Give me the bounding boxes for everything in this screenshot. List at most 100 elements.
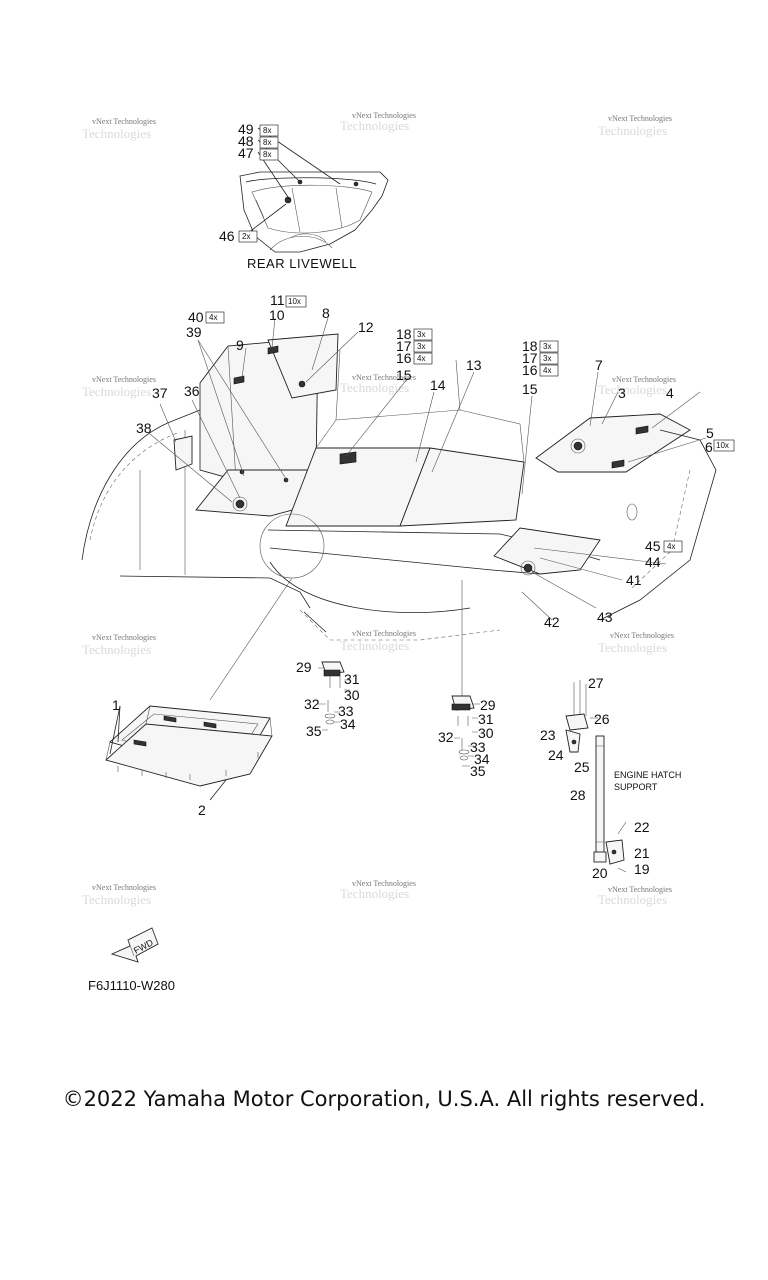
watermark-large: Technologies <box>340 380 409 395</box>
part-label-22: 22 <box>634 819 650 835</box>
part-label-34b: 34 <box>474 751 490 767</box>
rear-livewell-inset: REAR LIVEWELL <box>239 127 389 271</box>
rear-livewell-caption: REAR LIVEWELL <box>247 256 357 271</box>
part-label-25: 25 <box>574 759 590 775</box>
quantity-boxes: 8x 8x 8x 2x 10x 4x 3x 3x 4x 3x 3x 4x 10x… <box>205 124 735 553</box>
watermark-large: Technologies <box>598 123 667 138</box>
qty-11: 10x <box>288 297 301 306</box>
part-label-34a: 34 <box>340 716 356 732</box>
qty-16b: 4x <box>543 366 551 375</box>
part-label-5: 5 <box>706 425 714 441</box>
part-label-29a: 29 <box>296 659 312 675</box>
part-label-6: 6 <box>705 439 713 455</box>
part-label-47: 47 <box>238 145 254 161</box>
watermark-text: vNext Technologies <box>352 879 416 888</box>
part-label-10: 10 <box>269 307 285 323</box>
watermark-large: Technologies <box>340 886 409 901</box>
part-label-24: 24 <box>548 747 564 763</box>
part-label-11: 11 <box>270 292 285 308</box>
watermark-group: Technologies vNext Technologies Technolo… <box>82 111 676 907</box>
part-label-31b: 31 <box>478 711 494 727</box>
watermark-text: vNext Technologies <box>610 631 674 640</box>
part-label-35b: 35 <box>470 763 486 779</box>
part-label-15a: 15 <box>396 367 412 383</box>
part-label-46: 46 <box>219 228 235 244</box>
part-label-12: 12 <box>358 319 374 335</box>
part-label-21: 21 <box>634 845 650 861</box>
part-label-19: 19 <box>634 861 650 877</box>
part-label-43: 43 <box>597 609 613 625</box>
watermark-large: Technologies <box>340 638 409 653</box>
watermark-large: Technologies <box>598 640 667 655</box>
part-label-17a: 17 <box>396 338 412 354</box>
hatch-frame-assembly <box>105 705 273 801</box>
qty-16a: 4x <box>417 354 425 363</box>
qty-17b: 3x <box>543 354 551 363</box>
leader-lines <box>149 317 707 621</box>
watermark-text: vNext Technologies <box>92 633 156 642</box>
watermark-large: Technologies <box>82 384 151 399</box>
qty-47: 8x <box>263 150 271 159</box>
part-label-23: 23 <box>540 727 556 743</box>
watermark-text: vNext Technologies <box>352 629 416 638</box>
watermark-large: Technologies <box>82 642 151 657</box>
part-label-36: 36 <box>184 383 200 399</box>
part-label-7: 7 <box>595 357 603 373</box>
part-label-37: 37 <box>152 385 168 401</box>
part-label-40: 40 <box>188 309 204 325</box>
part-label-18a: 18 <box>396 326 412 342</box>
part-label-44: 44 <box>645 554 661 570</box>
part-label-30b: 30 <box>478 725 494 741</box>
part-label-16a: 16 <box>396 350 412 366</box>
part-label-2: 2 <box>198 802 206 818</box>
part-label-3: 3 <box>618 385 626 401</box>
part-label-29b: 29 <box>480 697 496 713</box>
part-labels: 49 48 47 46 11 40 10 8 39 12 9 18 17 16 … <box>112 121 714 881</box>
part-label-17b: 17 <box>522 350 538 366</box>
part-label-45: 45 <box>645 538 661 554</box>
part-label-26: 26 <box>594 711 610 727</box>
part-label-49: 49 <box>238 121 254 137</box>
deck-assembly <box>81 333 717 701</box>
part-label-32b: 32 <box>438 729 454 745</box>
watermark-large: Technologies <box>82 892 151 907</box>
watermark-text: vNext Technologies <box>608 114 672 123</box>
engine-hatch-support <box>565 680 627 873</box>
qty-49: 8x <box>263 126 271 135</box>
part-label-41: 41 <box>626 572 642 588</box>
qty-18a: 3x <box>417 330 425 339</box>
part-label-35a: 35 <box>306 723 322 739</box>
part-label-9: 9 <box>236 337 244 353</box>
qty-46: 2x <box>242 232 250 241</box>
watermark-text: vNext Technologies <box>92 375 156 384</box>
qty-6: 10x <box>716 441 729 450</box>
part-label-31a: 31 <box>344 671 360 687</box>
part-label-13: 13 <box>466 357 482 373</box>
part-label-15b: 15 <box>522 381 538 397</box>
hinge-assembly-right <box>451 580 480 767</box>
diagram-code: F6J1110-W280 <box>88 978 175 993</box>
part-label-1: 1 <box>112 697 120 713</box>
watermark-text: vNext Technologies <box>92 883 156 892</box>
part-label-4: 4 <box>666 385 674 401</box>
part-label-14: 14 <box>430 377 446 393</box>
qty-45: 4x <box>667 542 675 551</box>
qty-18b: 3x <box>543 342 551 351</box>
part-label-42: 42 <box>544 614 560 630</box>
part-label-27: 27 <box>588 675 604 691</box>
part-label-8: 8 <box>322 305 330 321</box>
part-label-48: 48 <box>238 133 254 149</box>
watermark-large: Technologies <box>598 382 667 397</box>
watermark-large: Technologies <box>82 126 151 141</box>
part-label-30a: 30 <box>344 687 360 703</box>
part-label-33a: 33 <box>338 703 354 719</box>
part-label-33b: 33 <box>470 739 486 755</box>
watermark-text: vNext Technologies <box>352 373 416 382</box>
part-label-18b: 18 <box>522 338 538 354</box>
fwd-arrow: FWD <box>110 927 159 963</box>
watermark-text: vNext Technologies <box>352 111 416 120</box>
hinge-assembly-left <box>318 661 350 731</box>
watermark-large: Technologies <box>340 118 409 133</box>
